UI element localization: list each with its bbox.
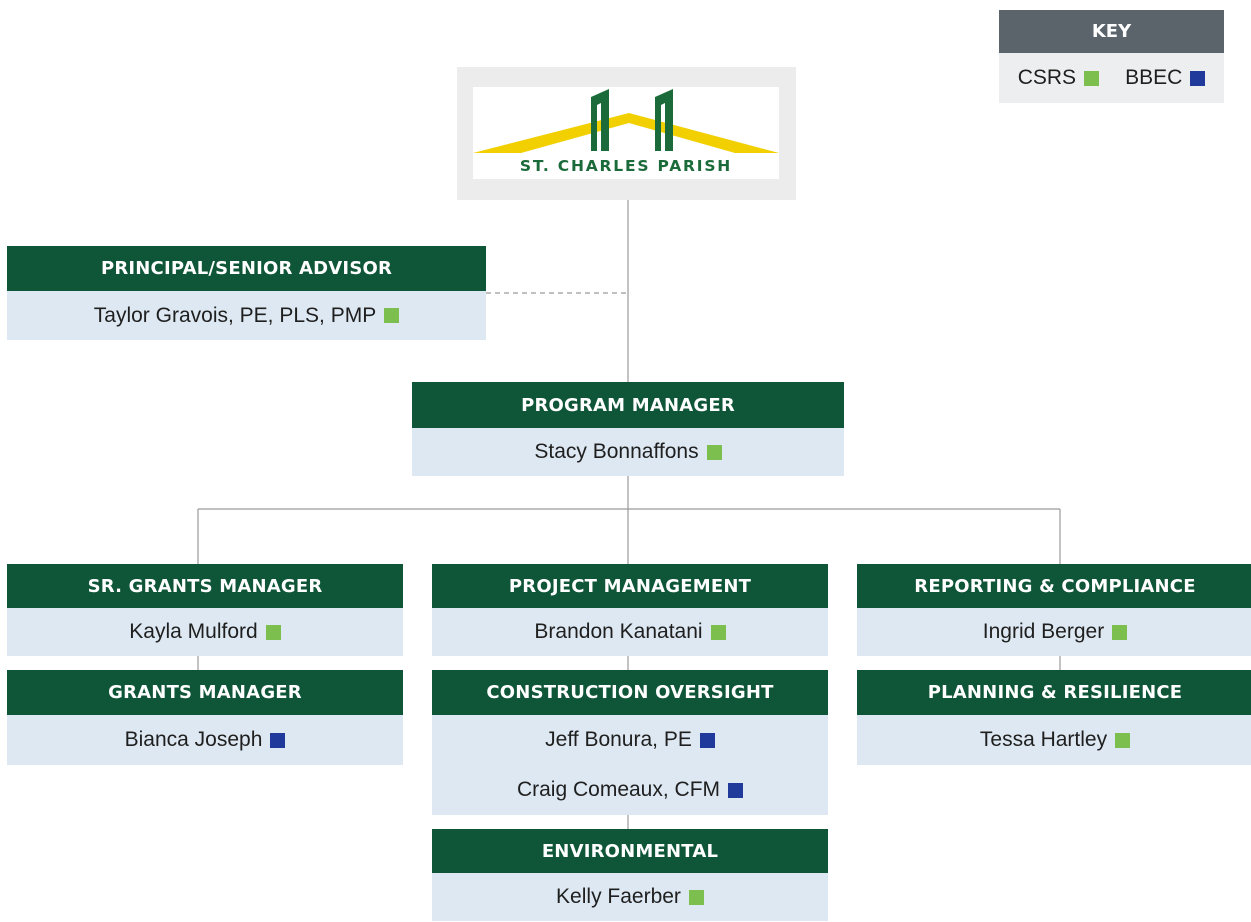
csrs-square-icon	[1115, 732, 1131, 748]
person-row: Craig Comeaux, CFM	[432, 765, 828, 815]
csrs-square-icon	[710, 624, 726, 640]
legend-label-bbec: BBEC	[1125, 66, 1183, 89]
legend-items: CSRS BBEC	[999, 53, 1224, 103]
planning-resilience-header: PLANNING & RESILIENCE	[857, 670, 1251, 715]
bbec-square-icon	[270, 732, 286, 748]
reporting-compliance-box: REPORTING & COMPLIANCE Ingrid Berger	[857, 564, 1251, 656]
csrs-square-icon	[688, 889, 704, 905]
person-row: Jeff Bonura, PE	[432, 715, 828, 765]
bbec-square-icon	[728, 782, 744, 798]
legend-title: KEY	[999, 10, 1224, 53]
environmental-box: ENVIRONMENTAL Kelly Faerber	[432, 829, 828, 921]
person-row: Brandon Kanatani	[432, 608, 828, 656]
person-name: Craig Comeaux, CFM	[516, 778, 721, 801]
logo-box: ST. CHARLES PARISH	[457, 67, 796, 200]
legend-label-csrs: CSRS	[1017, 66, 1077, 89]
person-name: Taylor Gravois, PE, PLS, PMP	[93, 303, 377, 327]
person-name: Ingrid Berger	[982, 620, 1105, 643]
grants-manager-box: GRANTS MANAGER Bianca Joseph	[7, 670, 403, 765]
advisor-box: PRINCIPAL/SENIOR ADVISOR Taylor Gravois,…	[7, 246, 486, 340]
parish-logo: ST. CHARLES PARISH	[473, 87, 779, 179]
legend-key: KEY CSRS BBEC	[999, 10, 1224, 103]
sr-grants-manager-header: SR. GRANTS MANAGER	[7, 564, 403, 608]
csrs-square-icon	[706, 444, 722, 460]
csrs-square-icon	[265, 624, 281, 640]
reporting-compliance-header: REPORTING & COMPLIANCE	[857, 564, 1251, 608]
bbec-square-icon	[699, 732, 715, 748]
sr-grants-manager-box: SR. GRANTS MANAGER Kayla Mulford	[7, 564, 403, 656]
person-name: Kayla Mulford	[129, 620, 258, 643]
planning-resilience-box: PLANNING & RESILIENCE Tessa Hartley	[857, 670, 1251, 765]
person-row: Kelly Faerber	[432, 873, 828, 921]
person-name: Brandon Kanatani	[534, 620, 703, 643]
person-row: Ingrid Berger	[857, 608, 1251, 656]
program-manager-header: PROGRAM MANAGER	[412, 382, 844, 428]
person-name: Bianca Joseph	[124, 728, 263, 751]
csrs-square-icon	[1112, 624, 1128, 640]
bridge-logo-icon: ST. CHARLES PARISH	[473, 89, 779, 175]
environmental-header: ENVIRONMENTAL	[432, 829, 828, 873]
person-row: Stacy Bonnaffons	[412, 428, 844, 476]
grants-manager-header: GRANTS MANAGER	[7, 670, 403, 715]
person-name: Jeff Bonura, PE	[545, 728, 692, 751]
legend-item-bbec: BBEC	[1125, 66, 1206, 90]
person-row: Bianca Joseph	[7, 715, 403, 765]
person-name: Stacy Bonnaffons	[534, 440, 699, 463]
construction-oversight-box: CONSTRUCTION OVERSIGHT Jeff Bonura, PE C…	[432, 670, 828, 815]
person-name: Kelly Faerber	[556, 885, 681, 908]
legend-item-csrs: CSRS	[1017, 66, 1100, 90]
project-management-header: PROJECT MANAGEMENT	[432, 564, 828, 608]
bbec-square-icon	[1190, 70, 1206, 86]
person-row: Taylor Gravois, PE, PLS, PMP	[7, 291, 486, 340]
construction-oversight-header: CONSTRUCTION OVERSIGHT	[432, 670, 828, 715]
advisor-header: PRINCIPAL/SENIOR ADVISOR	[7, 246, 486, 291]
person-row: Kayla Mulford	[7, 608, 403, 656]
person-row: Tessa Hartley	[857, 715, 1251, 765]
csrs-square-icon	[384, 308, 400, 323]
person-name: Tessa Hartley	[979, 728, 1108, 751]
csrs-square-icon	[1084, 70, 1100, 86]
project-management-box: PROJECT MANAGEMENT Brandon Kanatani	[432, 564, 828, 656]
program-manager-box: PROGRAM MANAGER Stacy Bonnaffons	[412, 382, 844, 476]
logo-text: ST. CHARLES PARISH	[520, 157, 732, 175]
